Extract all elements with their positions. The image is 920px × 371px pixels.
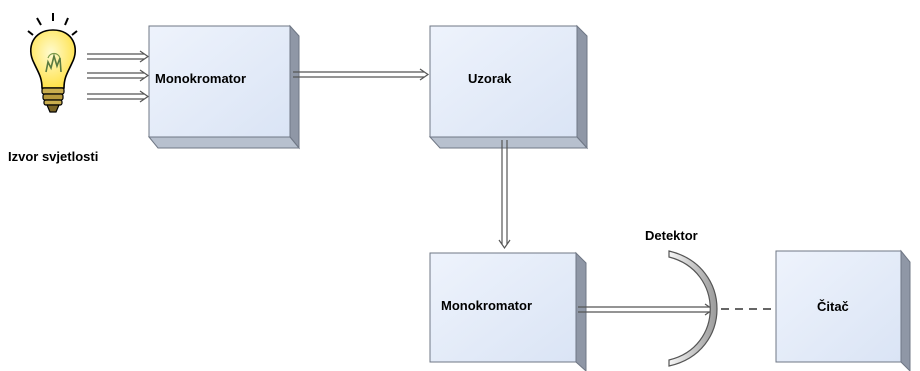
curved-mirror-detector-icon [668, 250, 718, 367]
reader-block: Čitač [775, 249, 911, 371]
light-source: Izvor svjetlosti [8, 13, 98, 164]
input-arrow-2 [87, 69, 150, 82]
arrow-sample-to-monochromator [498, 140, 511, 250]
monochromator-1-block: Monokromator [147, 24, 301, 150]
input-arrow-1 [87, 50, 150, 63]
detector: Detektor [645, 228, 718, 367]
monochromator-2-block: Monokromator [429, 251, 587, 371]
light-bulb-icon [27, 13, 78, 113]
source-label: Izvor svjetlosti [8, 149, 98, 164]
detector-label: Detektor [645, 228, 698, 243]
arrow-monochromator-to-detector [578, 303, 715, 316]
monochromator-2-label: Monokromator [441, 298, 532, 313]
arrow-monochromator-to-sample [293, 68, 430, 81]
sample-block: Uzorak [428, 24, 589, 150]
input-light-arrows [87, 50, 150, 103]
monochromator-1-label: Monokromator [155, 71, 246, 86]
sample-label: Uzorak [468, 71, 512, 86]
reader-label: Čitač [817, 299, 849, 314]
input-arrow-3 [87, 90, 150, 103]
